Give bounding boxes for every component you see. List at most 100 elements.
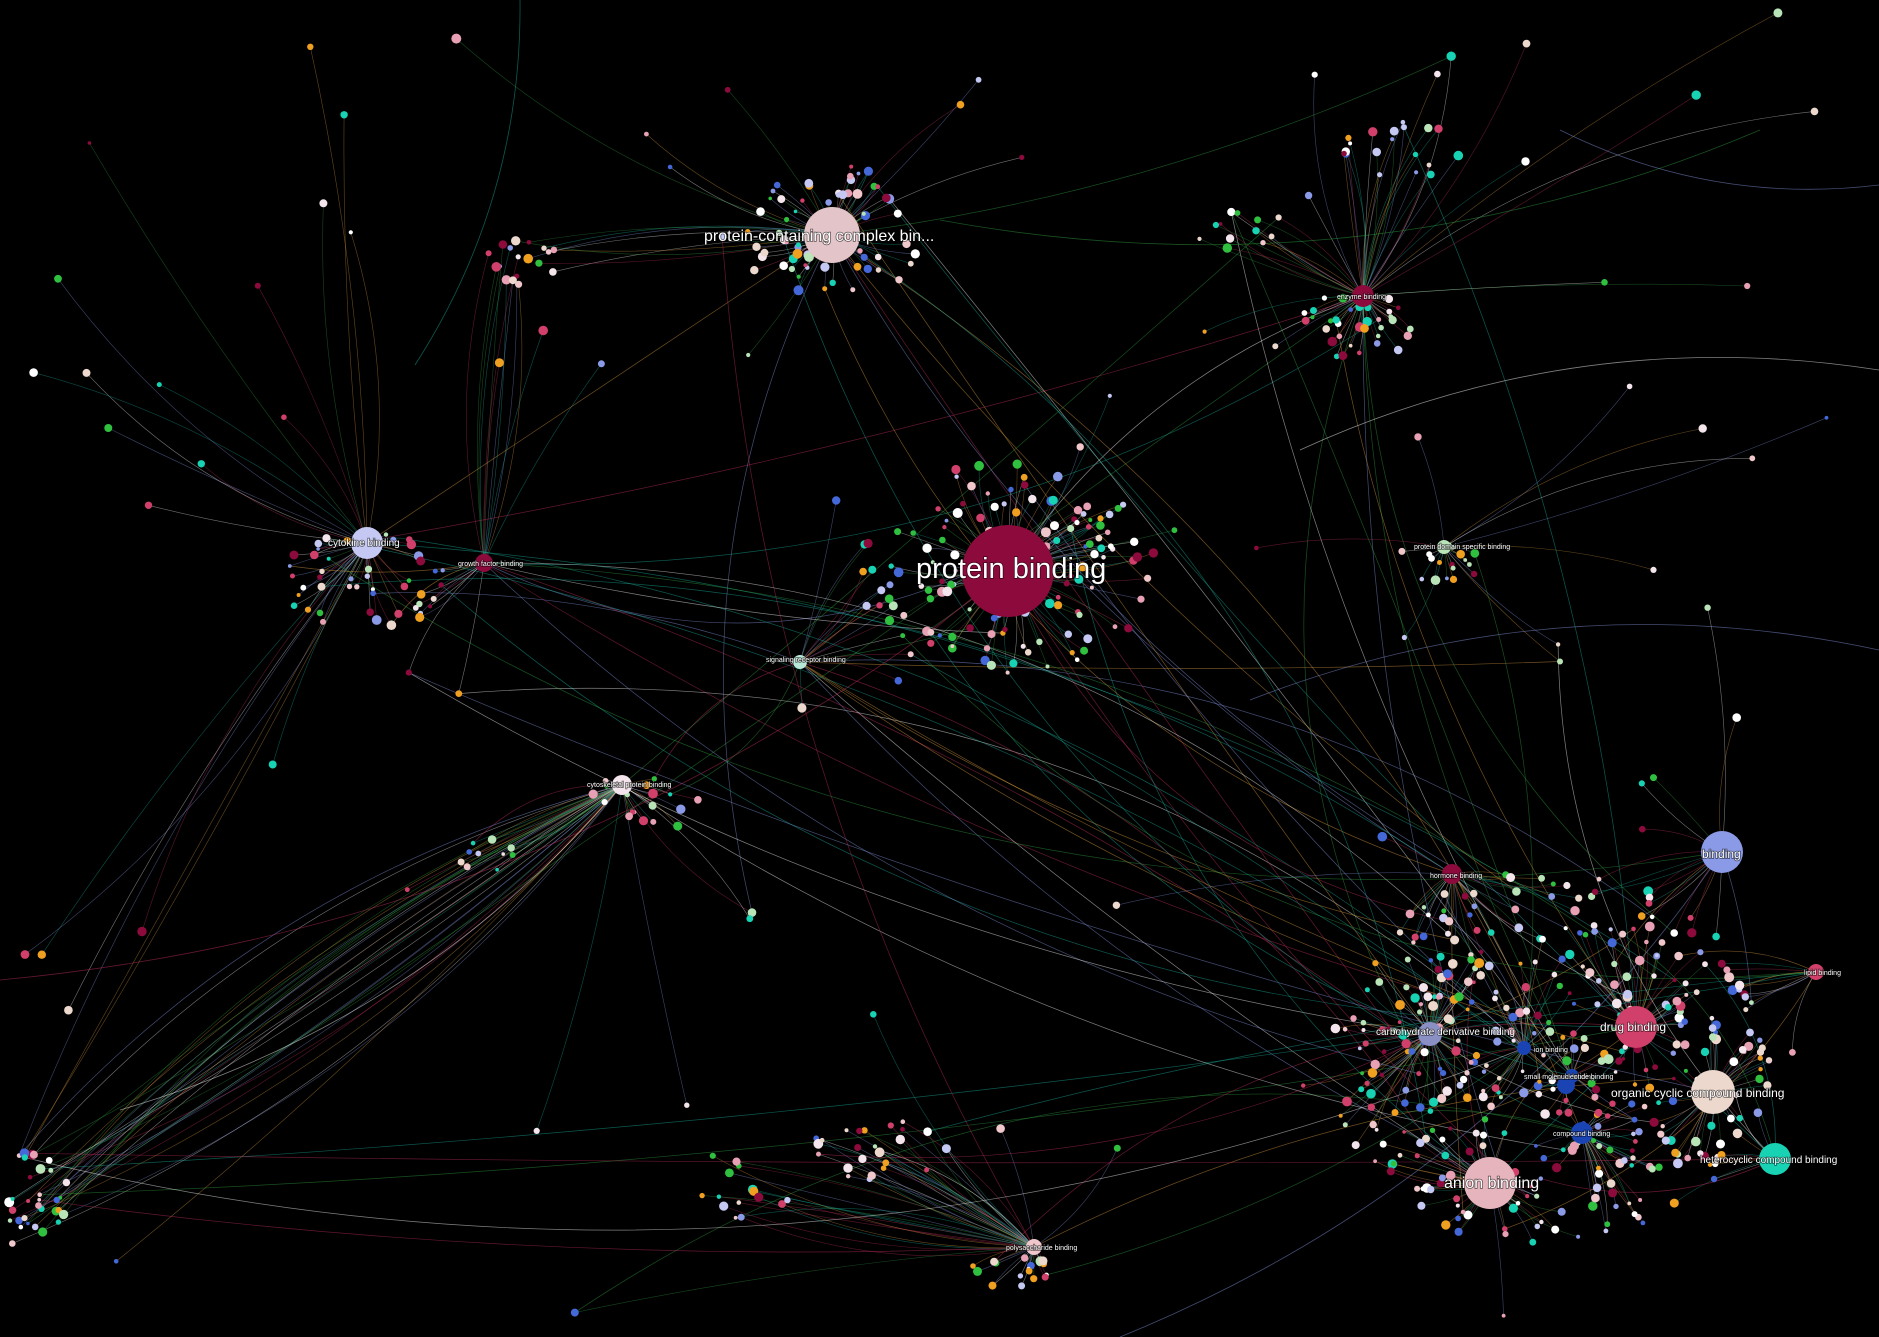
graph-node[interactable] [1357,1046,1362,1051]
graph-node[interactable] [1301,310,1308,316]
graph-node[interactable] [416,590,426,599]
graph-node[interactable] [1540,1109,1550,1119]
graph-node[interactable] [843,1163,853,1173]
graph-node[interactable] [1698,424,1707,433]
graph-node[interactable] [895,1134,905,1145]
graph-node[interactable] [874,253,882,261]
graph-node[interactable] [1665,1004,1672,1011]
graph-node[interactable] [930,560,935,565]
graph-node[interactable] [1260,240,1266,246]
graph-node[interactable] [719,1201,729,1211]
graph-node[interactable] [1360,1071,1364,1076]
graph-node[interactable] [973,1266,982,1276]
graph-node[interactable] [1640,1220,1646,1226]
graph-node[interactable] [1369,1120,1377,1129]
graph-node[interactable] [1519,1088,1529,1098]
graph-node[interactable] [604,784,609,789]
graph-node[interactable] [8,1206,17,1214]
graph-node[interactable] [1368,127,1378,137]
graph-node[interactable] [737,1213,745,1221]
graph-node[interactable] [281,414,287,421]
graph-node[interactable] [1105,510,1114,519]
graph-node[interactable] [1009,659,1018,668]
graph-node[interactable] [857,248,863,254]
graph-node[interactable] [1539,1219,1544,1225]
graph-node[interactable] [1450,935,1460,945]
graph-node[interactable] [951,464,961,475]
graph-node[interactable] [1560,1034,1566,1040]
graph-node[interactable] [597,360,605,368]
graph-node[interactable] [1436,952,1445,961]
graph-node[interactable] [1613,1070,1618,1074]
graph-node[interactable] [509,852,516,858]
graph-node[interactable] [1053,471,1063,482]
graph-node[interactable] [1045,664,1050,669]
graph-node[interactable] [1594,1108,1603,1117]
graph-node[interactable] [1414,170,1419,175]
graph-node[interactable] [1734,980,1745,990]
graph-node[interactable] [725,1168,734,1178]
hub-node-compound-binding[interactable] [1571,1122,1593,1144]
graph-node[interactable] [1067,524,1075,533]
graph-node[interactable] [144,501,153,509]
graph-node[interactable] [1137,595,1145,603]
graph-node[interactable] [1419,932,1428,941]
graph-node[interactable] [1342,1122,1348,1128]
graph-node[interactable] [1310,315,1315,320]
graph-node[interactable] [1724,972,1735,983]
graph-node[interactable] [1533,1081,1543,1091]
graph-node[interactable] [1321,295,1327,301]
graph-node[interactable] [1310,307,1317,314]
graph-node[interactable] [907,651,914,658]
graph-node[interactable] [853,262,862,271]
graph-node[interactable] [1020,481,1029,489]
graph-node[interactable] [1445,930,1451,937]
graph-node[interactable] [1471,903,1478,910]
graph-node[interactable] [1342,1027,1348,1032]
graph-node[interactable] [1101,555,1106,560]
graph-node[interactable] [1472,1129,1480,1137]
graph-node[interactable] [1592,1085,1601,1094]
graph-node[interactable] [1603,1054,1614,1065]
graph-node[interactable] [54,274,62,283]
graph-node[interactable] [316,547,320,551]
graph-node[interactable] [1448,1126,1453,1131]
graph-node[interactable] [1450,565,1456,571]
graph-node[interactable] [754,1192,764,1202]
graph-node[interactable] [1537,1079,1542,1084]
graph-node[interactable] [31,1223,39,1231]
graph-node[interactable] [1090,550,1099,559]
graph-node[interactable] [1511,1038,1516,1043]
graph-node[interactable] [1520,1069,1525,1074]
graph-node[interactable] [1484,961,1494,971]
graph-node[interactable] [894,528,902,536]
graph-node[interactable] [1620,1157,1628,1164]
graph-node[interactable] [937,633,942,638]
graph-node[interactable] [1426,170,1435,179]
graph-node[interactable] [910,530,916,536]
graph-node[interactable] [1493,989,1499,995]
graph-node[interactable] [642,781,651,789]
graph-node[interactable] [1631,1211,1638,1218]
graph-node[interactable] [1440,890,1449,898]
graph-node[interactable] [736,1200,742,1205]
graph-node[interactable] [1630,1155,1636,1161]
graph-node[interactable] [882,1159,890,1167]
graph-node[interactable] [788,265,796,273]
graph-node[interactable] [918,583,925,589]
graph-node[interactable] [1080,646,1089,655]
graph-node[interactable] [1426,162,1432,168]
graph-node[interactable] [935,506,941,512]
graph-node[interactable] [948,632,957,642]
graph-node[interactable] [1709,1033,1717,1041]
graph-node[interactable] [1604,1221,1611,1228]
graph-node[interactable] [26,1221,30,1226]
graph-node[interactable] [887,1122,894,1129]
graph-node[interactable] [1492,995,1498,1002]
graph-node[interactable] [1403,984,1410,991]
graph-node[interactable] [1171,527,1178,534]
graph-node[interactable] [699,1192,705,1199]
graph-node[interactable] [1414,1185,1421,1192]
graph-node[interactable] [10,1196,15,1201]
graph-node[interactable] [438,582,444,588]
